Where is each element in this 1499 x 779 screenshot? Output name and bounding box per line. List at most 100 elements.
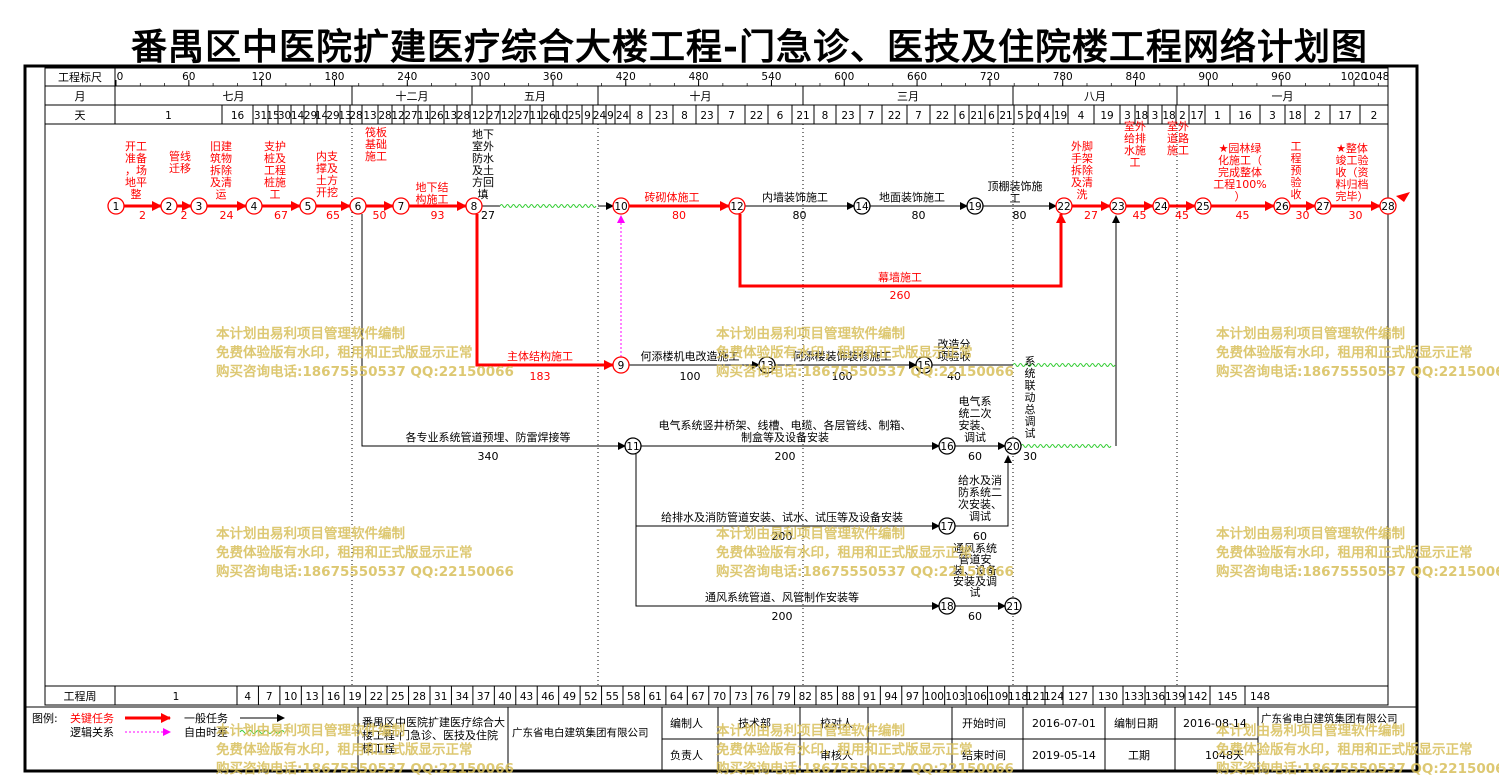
event-node-number: 8 <box>471 201 478 213</box>
task-duration: 2 <box>139 209 146 222</box>
scale-tick-label: 480 <box>689 71 709 83</box>
free-float-wave <box>499 204 597 208</box>
event-node <box>612 356 630 374</box>
task-name: 构施工 <box>416 192 449 206</box>
week-cell: 25 <box>391 691 404 703</box>
day-cell: 29 <box>304 110 317 122</box>
day-cell: 9 <box>584 110 591 122</box>
scale-tick-label: 1048 <box>1363 71 1390 83</box>
day-cell: 3 <box>1124 110 1131 122</box>
task-duration: 27 <box>481 209 495 222</box>
day-cell: 3 <box>1269 110 1276 122</box>
footer-period-label: 工期 <box>1128 749 1150 762</box>
task-name: 撑及 <box>316 161 338 175</box>
day-cell: 10 <box>555 110 568 122</box>
task-name: 整 <box>131 187 142 201</box>
scale-tick-label: 660 <box>907 71 927 83</box>
week-cell: 64 <box>670 691 684 703</box>
task-name: 施工 <box>1167 144 1189 157</box>
task-name: ★整体 <box>1336 141 1368 155</box>
scale-tick-label: 780 <box>1053 71 1073 83</box>
event-node-number: 3 <box>196 201 203 213</box>
task-duration: 80 <box>672 209 686 222</box>
event-node <box>107 197 125 215</box>
free-float-wave <box>1020 444 1112 448</box>
task-name: 内墙装饰施工 <box>762 190 828 204</box>
month-cell: 八月 <box>1084 90 1106 103</box>
day-cell: 23 <box>700 110 713 122</box>
task-name: 水施 <box>1124 144 1146 157</box>
footer-start-value: 2016-07-01 <box>1032 717 1096 730</box>
task-name: 方回 <box>472 175 494 189</box>
legend-free: 自由时差 <box>184 725 228 739</box>
scale-tick-label: 240 <box>397 71 417 83</box>
day-cell: 22 <box>750 110 763 122</box>
event-node <box>938 517 956 535</box>
day-cell: 28 <box>349 110 362 122</box>
end-flag-icon <box>1396 192 1410 202</box>
task-duration: 27 <box>1084 209 1098 222</box>
task-name: 调试 <box>969 510 991 523</box>
task-name: 幕墙施工 <box>878 270 922 284</box>
task-name: 预 <box>1291 164 1302 177</box>
week-cell: 97 <box>906 691 919 703</box>
event-node <box>728 197 746 215</box>
task-duration: 80 <box>793 209 807 222</box>
event-node-number: 22 <box>1057 201 1070 213</box>
week-cell: 67 <box>691 691 704 703</box>
day-cell: 14 <box>291 110 305 122</box>
task-duration: 50 <box>373 209 387 222</box>
scale-tick-label: 120 <box>252 71 272 83</box>
task-name: 施工 <box>365 150 387 163</box>
week-cell: 73 <box>734 691 747 703</box>
event-node-number: 7 <box>398 201 405 213</box>
task-arrow <box>361 214 626 450</box>
footer-tech: 技术部 <box>738 716 771 730</box>
task-name: 填 <box>478 187 489 201</box>
task-name: 试 <box>1025 427 1036 440</box>
task-duration: 260 <box>890 289 911 302</box>
legend-free-wave <box>239 730 285 734</box>
svg-text:番禺区中医院扩建医疗综合大楼工程-门急诊、医技及住院楼工程: 番禺区中医院扩建医疗综合大楼工程-门急诊、医技及住院楼工程 <box>362 715 505 755</box>
footer-date-value: 2016-08-14 <box>1183 717 1247 730</box>
scale-tick-label: 0 <box>117 71 124 83</box>
day-cell: 12 <box>472 110 485 122</box>
task-name: 完毕） <box>1336 189 1369 203</box>
month-cell: 五月 <box>524 90 546 103</box>
event-node <box>758 356 776 374</box>
day-cell: 19 <box>1054 110 1067 122</box>
task-name: 筏板 <box>365 125 387 139</box>
day-cell: 19 <box>1100 110 1113 122</box>
event-node <box>245 197 263 215</box>
day-cell: 13 <box>363 110 376 122</box>
day-cell: 14 <box>315 110 329 122</box>
day-cell: 12 <box>391 110 404 122</box>
footer-period-value: 1048天 <box>1205 749 1244 762</box>
month-cells: 七月十二月五月十月三月八月一月 <box>223 86 1294 105</box>
week-cell: 82 <box>799 691 812 703</box>
week-cell: 7 <box>266 691 273 703</box>
week-cell: 136 <box>1145 691 1165 703</box>
task-duration: 340 <box>478 450 499 463</box>
page-title: 番禺区中医院扩建医疗综合大楼工程-门急诊、医技及住院楼工程网络计划图 <box>131 26 1368 68</box>
task-name: 各专业系统管道预埋、防雷焊接等 <box>406 430 571 444</box>
task-name: 支护 <box>264 139 286 153</box>
event-node-number: 27 <box>1316 201 1329 213</box>
task-name: 室外 <box>472 139 494 153</box>
week-cell: 37 <box>477 691 490 703</box>
task-duration: 100 <box>832 370 853 383</box>
day-cell: 21 <box>999 110 1012 122</box>
task-duration: 80 <box>912 209 926 222</box>
event-node <box>1109 197 1127 215</box>
task-name: 通风系统 <box>953 542 997 555</box>
task-name: 给排水及消防管道安装、试水、试压等及设备安装 <box>661 510 903 524</box>
task-name: 电气系 <box>959 394 992 408</box>
watermark: 本计划由易利项目管理软件编制免费体验版有水印，租用和正式版显示正常购买咨询电话:… <box>716 326 1014 380</box>
footer-date-label: 编制日期 <box>1114 716 1158 730</box>
scale-tick-label: 180 <box>324 71 344 83</box>
critical-task-arrow <box>475 214 614 370</box>
footer-company2: 广东省电白建筑集团有限公司 <box>1261 712 1398 725</box>
scale-tick-label: 1020 <box>1341 71 1368 83</box>
day-cell: 23 <box>655 110 668 122</box>
